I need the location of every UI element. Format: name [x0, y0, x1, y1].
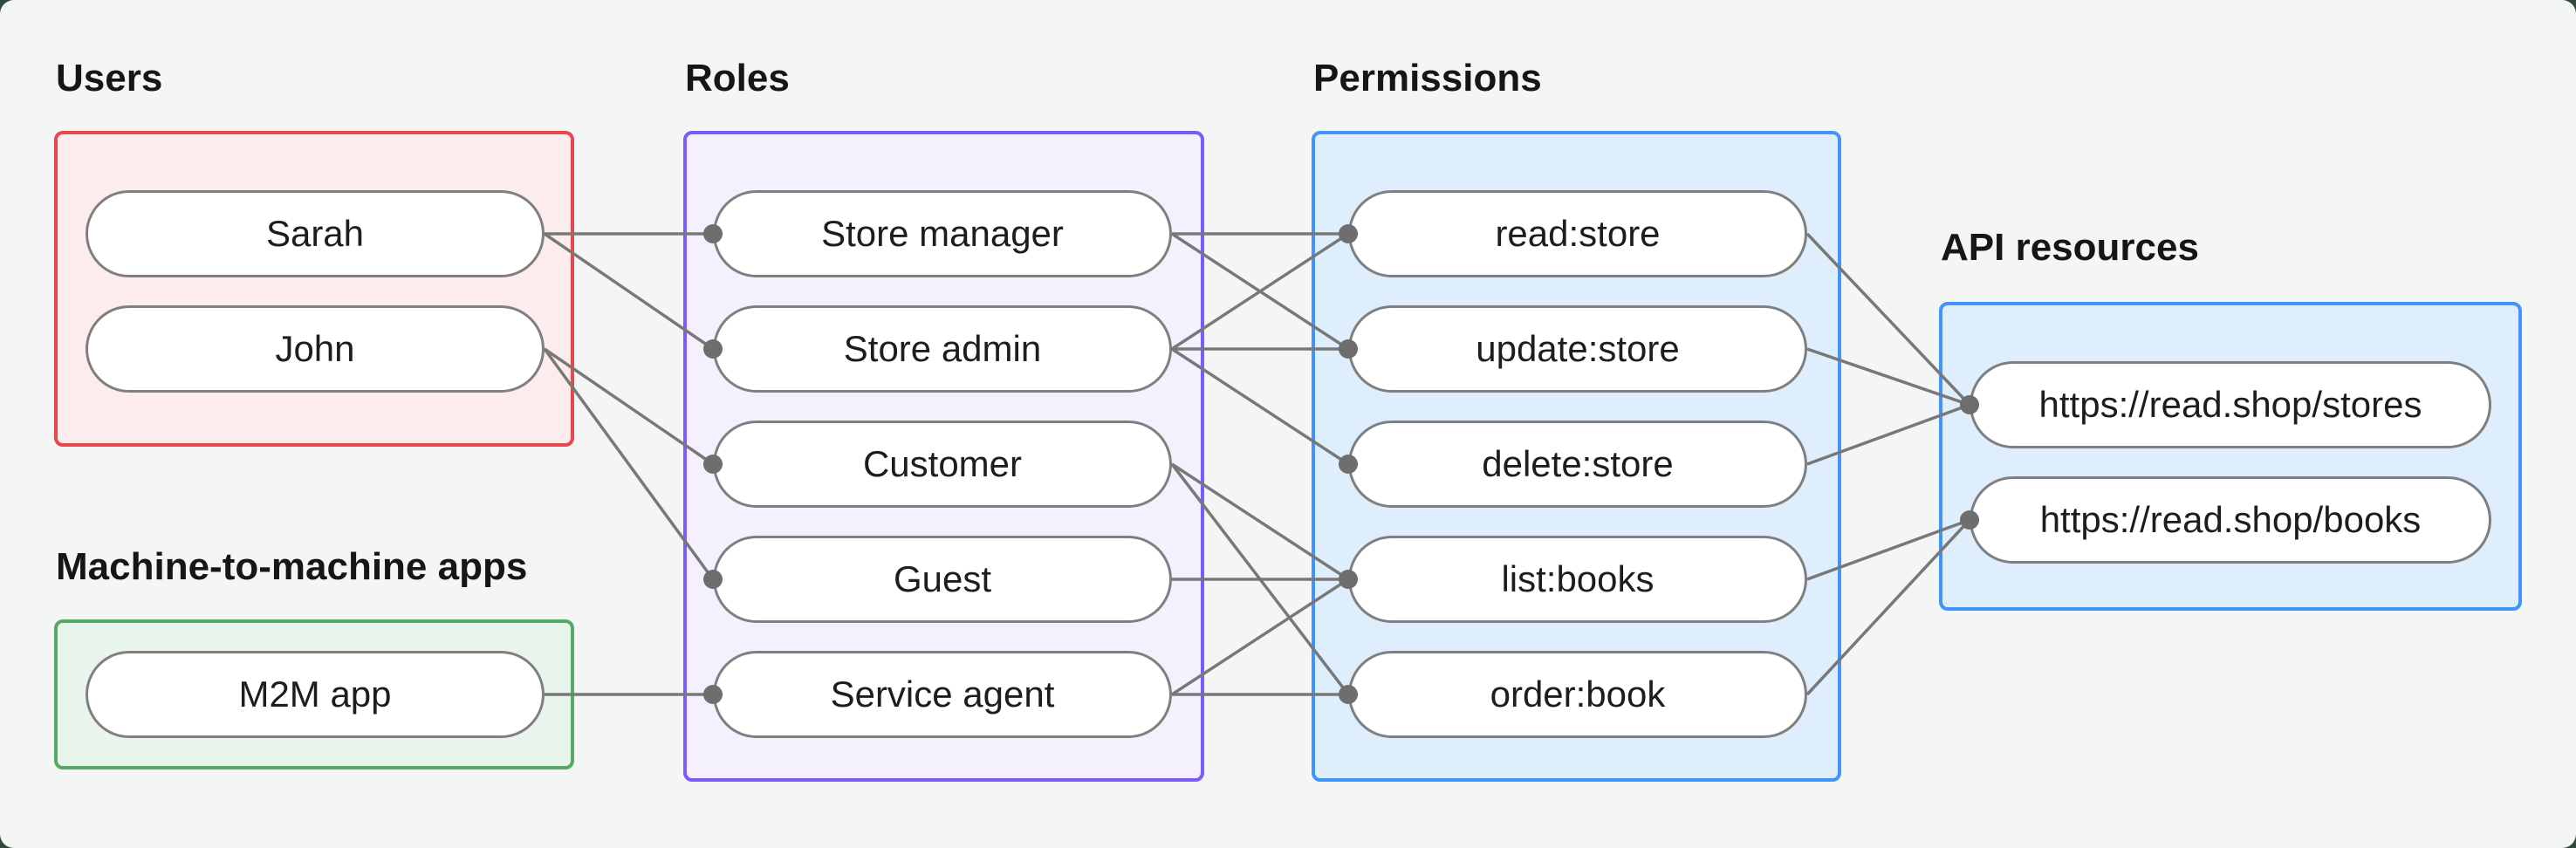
node-guest: Guest — [713, 536, 1172, 623]
node-m2m-app: M2M app — [86, 651, 545, 738]
node-customer: Customer — [713, 421, 1172, 508]
node-sarah: Sarah — [86, 190, 545, 277]
node-john: John — [86, 305, 545, 393]
column-label-api-resources: API resources — [1941, 226, 2199, 269]
group-box-users — [54, 131, 574, 447]
node-stores-api: https://read.shop/stores — [1970, 361, 2491, 448]
node-delete-store: delete:store — [1348, 421, 1807, 508]
column-label-machine-to-machine-apps: Machine-to-machine apps — [56, 545, 528, 588]
node-service-agent: Service agent — [713, 651, 1172, 738]
column-label-users: Users — [56, 57, 163, 99]
group-box-api-resources — [1939, 302, 2522, 611]
node-store-manager: Store manager — [713, 190, 1172, 277]
node-list-books: list:books — [1348, 536, 1807, 623]
column-label-roles: Roles — [685, 57, 790, 99]
node-read-store: read:store — [1348, 190, 1807, 277]
node-books-api: https://read.shop/books — [1970, 476, 2491, 564]
column-label-permissions: Permissions — [1313, 57, 1542, 99]
node-store-admin: Store admin — [713, 305, 1172, 393]
node-order-book: order:book — [1348, 651, 1807, 738]
node-update-store: update:store — [1348, 305, 1807, 393]
